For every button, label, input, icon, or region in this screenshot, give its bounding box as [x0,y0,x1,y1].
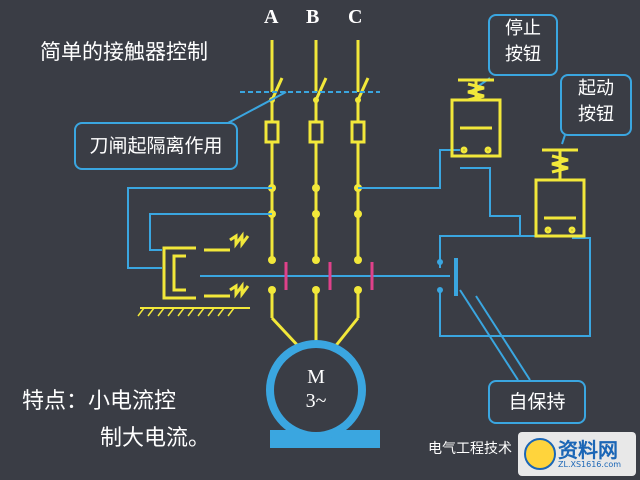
stop-button-label-2: 按钮 [505,44,541,65]
stop-button-label-1: 停止 [505,18,541,39]
knife-switch-callout: 刀闸起隔离作用 [74,122,238,170]
power-lines [264,40,370,350]
start-button-callout: 起动 按钮 [560,74,632,136]
stop-button [450,78,502,158]
stop-button-callout: 停止 按钮 [488,14,558,76]
phase-label-b: B [306,6,320,28]
site-watermark-name: 资料网 [558,438,618,462]
motor-label-m: M [307,366,325,388]
phase-label-a: A [264,6,279,28]
diagram-title: 简单的接触器控制 [40,40,208,64]
feature-text-line1: 特点：小电流控 [22,389,177,414]
control-dots [437,259,443,293]
knife-switch-label: 刀闸起隔离作用 [89,135,223,157]
ground-hatching [137,307,235,317]
moving-contacts [284,262,374,290]
motor [266,340,380,448]
start-button [534,148,586,238]
phase-label-c: C [348,6,363,28]
control-wiring [127,77,591,381]
self-hold-label: 自保持 [508,391,566,413]
site-watermark: 资料网 ZL.XS1616.com [518,432,636,476]
site-watermark-url: ZL.XS1616.com [558,460,622,469]
wechat-watermark: 电气工程技术 [428,441,512,457]
feature-text-line2: 制大电流。 [100,426,211,451]
contactor-coil [140,231,250,309]
site-logo-icon [524,438,556,470]
self-hold-callout: 自保持 [488,380,586,424]
start-button-label-1: 起动 [578,78,614,99]
start-button-label-2: 按钮 [578,104,614,125]
motor-label-phase: 3~ [305,390,327,412]
